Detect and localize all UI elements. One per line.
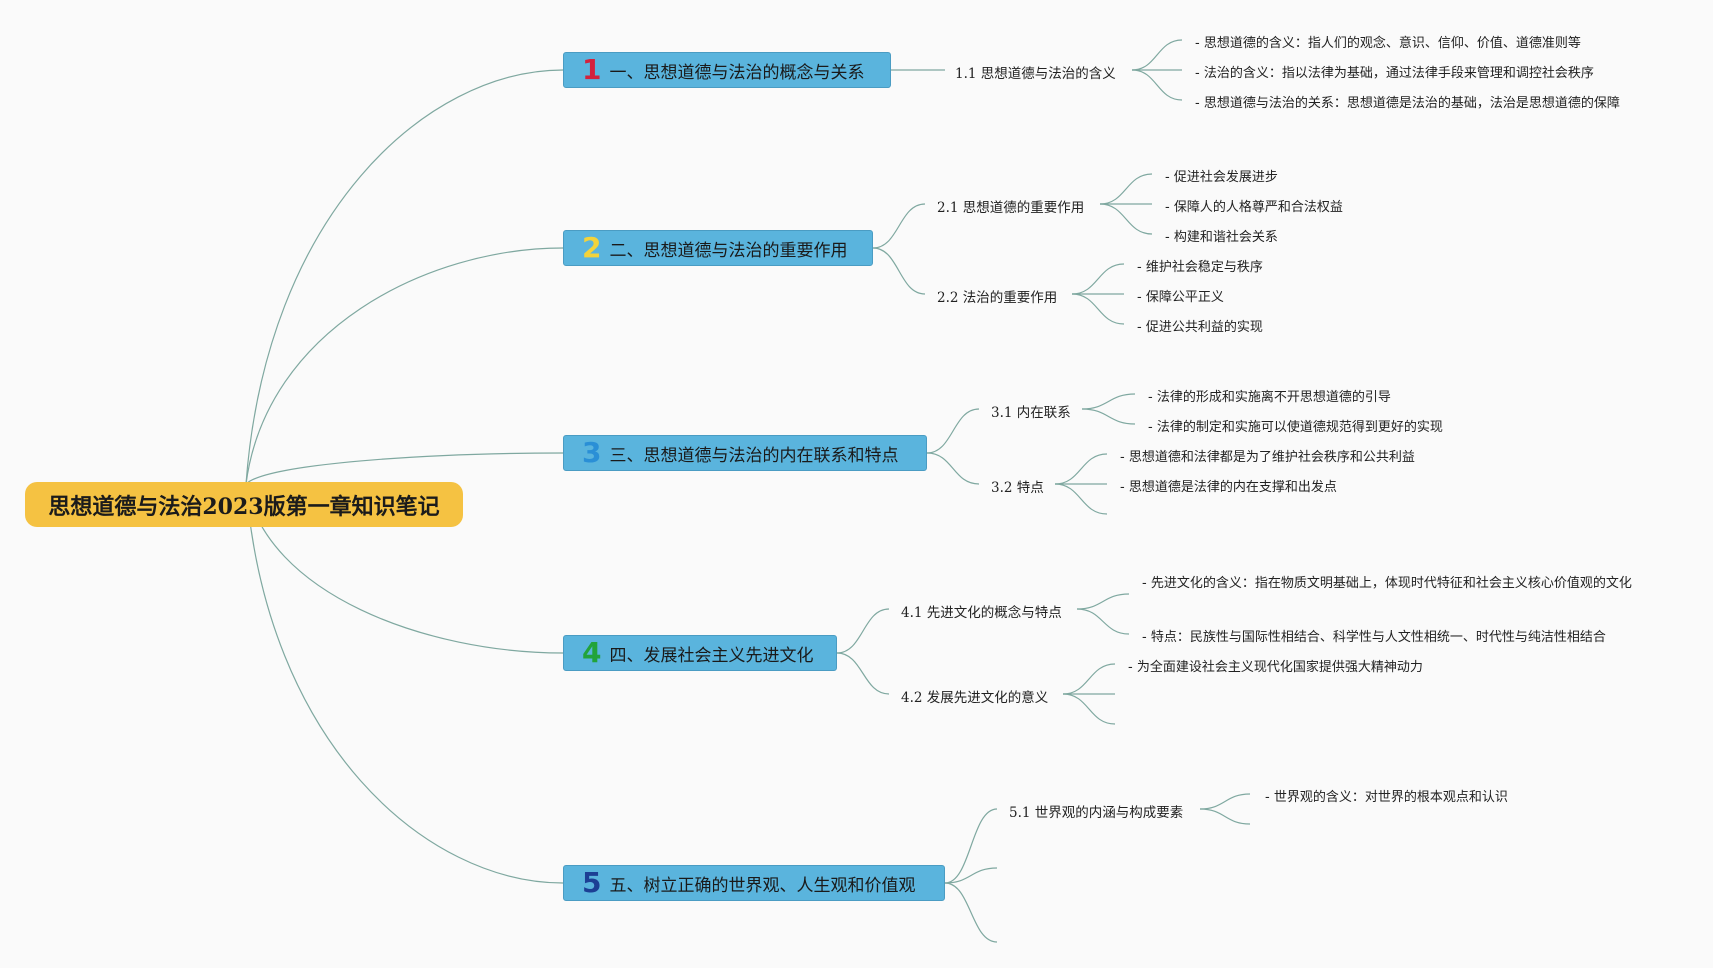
link-leaf-3-1-0 (1081, 393, 1136, 410)
sub-topic-3-1[interactable]: 3.1 内在联系 (991, 405, 1071, 421)
root-topic[interactable]: 思想道德与法治2023版第一章知识笔记 (25, 482, 463, 527)
branch-5[interactable]: 5 五、树立正确的世界观、人生观和价值观 (563, 865, 945, 901)
link-branch-4-sub-1 (836, 608, 890, 654)
leaf-item[interactable]: - 法律的形成和实施离不开思想道德的引导 (1148, 390, 1391, 405)
link-root-branch-5 (245, 483, 564, 884)
link-leaf-4-1-0 (1076, 593, 1130, 610)
link-leaf-4-2-0 (1062, 663, 1116, 695)
link-branch-4-sub-2 (836, 652, 890, 695)
link-branch-3-sub-1 (926, 408, 980, 454)
link-root-branch-2 (245, 247, 564, 485)
sub-topic-4-1[interactable]: 4.1 先进文化的概念与特点 (901, 605, 1062, 621)
leaf-item[interactable]: - 思想道德和法律都是为了维护社会秩序和公共利益 (1120, 450, 1415, 465)
leaf-item[interactable]: - 特点：民族性与国际性相结合、科学性与人文性相统一、时代性与纯洁性相结合 (1142, 630, 1606, 645)
leaf-item[interactable]: - 世界观的含义：对世界的根本观点和认识 (1265, 790, 1508, 805)
link-leaf-3-2-0 (1054, 453, 1108, 485)
sub-topic-2-1[interactable]: 2.1 思想道德的重要作用 (937, 200, 1085, 216)
branch-number-5: 5 (582, 866, 602, 899)
branch-number-4: 4 (582, 636, 602, 669)
branch-label-4: 四、发展社会主义先进文化 (609, 645, 814, 666)
leaf-item[interactable]: - 促进社会发展进步 (1165, 170, 1278, 185)
branch-number-2: 2 (582, 231, 602, 264)
leaf-item[interactable]: - 保障公平正义 (1137, 290, 1224, 305)
link-root-branch-3 (245, 452, 564, 485)
branch-3[interactable]: 3 三、思想道德与法治的内在联系和特点 (563, 435, 927, 471)
link-branch-3-sub-2 (926, 452, 980, 485)
link-leaf-2-2-0 (1071, 263, 1125, 295)
leaf-item[interactable]: - 思想道德的含义：指人们的观念、意识、信仰、价值、道德准则等 (1195, 36, 1581, 51)
link-leaf-3-1-1 (1081, 408, 1136, 425)
link-branch-5-stub-2 (944, 882, 998, 943)
sub-topic-1-1[interactable]: 1.1 思想道德与法治的含义 (955, 66, 1116, 82)
leaf-item[interactable]: - 法治的含义：指以法律为基础，通过法律手段来管理和调控社会秩序 (1195, 66, 1594, 81)
link-root-branch-1 (245, 69, 564, 485)
link-leaf-2-2-2 (1071, 293, 1125, 325)
branch-2[interactable]: 2 二、思想道德与法治的重要作用 (563, 230, 873, 266)
link-branch-2-sub-1 (872, 203, 926, 249)
link-leaf-5-1-1 (1199, 808, 1251, 825)
branch-number-3: 3 (582, 436, 602, 469)
link-branch-2-sub-2 (872, 247, 926, 295)
leaf-item[interactable]: - 构建和谐社会关系 (1165, 230, 1278, 245)
branch-label-3: 三、思想道德与法治的内在联系和特点 (609, 445, 899, 466)
root-label: 思想道德与法治2023版第一章知识笔记 (48, 493, 440, 520)
sub-topic-2-2[interactable]: 2.2 法治的重要作用 (937, 290, 1058, 306)
leaf-item[interactable]: - 法律的制定和实施可以使道德规范得到更好的实现 (1148, 420, 1443, 435)
link-leaf-3-2-2 (1054, 483, 1108, 515)
branch-label-5: 五、树立正确的世界观、人生观和价值观 (609, 875, 916, 896)
branch-label-1: 一、思想道德与法治的概念与关系 (609, 62, 865, 83)
sub-topic-5-1[interactable]: 5.1 世界观的内涵与构成要素 (1009, 805, 1184, 821)
branch-1[interactable]: 1 一、思想道德与法治的概念与关系 (563, 52, 891, 88)
link-leaf-4-2-2 (1062, 693, 1116, 725)
sub-topic-3-2[interactable]: 3.2 特点 (991, 480, 1044, 496)
branch-label-2: 二、思想道德与法治的重要作用 (609, 240, 848, 261)
leaf-item[interactable]: - 维护社会稳定与秩序 (1137, 260, 1263, 275)
link-leaf-4-1-1 (1076, 608, 1130, 635)
link-leaf-1-1-0 (1131, 39, 1183, 71)
leaf-item[interactable]: - 先进文化的含义：指在物质文明基础上，体现时代特征和社会主义核心价值观的文化 (1142, 576, 1632, 591)
leaf-item[interactable]: - 为全面建设社会主义现代化国家提供强大精神动力 (1128, 660, 1423, 675)
branch-4[interactable]: 4 四、发展社会主义先进文化 (563, 635, 837, 671)
branch-number-1: 1 (582, 53, 602, 86)
link-branch-5-stub-1 (944, 867, 998, 884)
leaf-item[interactable]: - 促进公共利益的实现 (1137, 320, 1263, 335)
leaf-item[interactable]: - 思想道德与法治的关系：思想道德是法治的基础，法治是思想道德的保障 (1195, 96, 1620, 111)
link-leaf-5-1-0 (1199, 793, 1251, 810)
leaf-item[interactable]: - 思想道德是法律的内在支撑和出发点 (1120, 480, 1337, 495)
link-leaf-2-1-0 (1099, 173, 1153, 205)
sub-topic-4-2[interactable]: 4.2 发展先进文化的意义 (901, 690, 1049, 706)
link-leaf-1-1-2 (1131, 69, 1183, 101)
link-branch-5-sub-1 (944, 808, 998, 884)
leaf-item[interactable]: - 保障人的人格尊严和合法权益 (1165, 200, 1343, 215)
link-leaf-2-1-2 (1099, 203, 1153, 235)
